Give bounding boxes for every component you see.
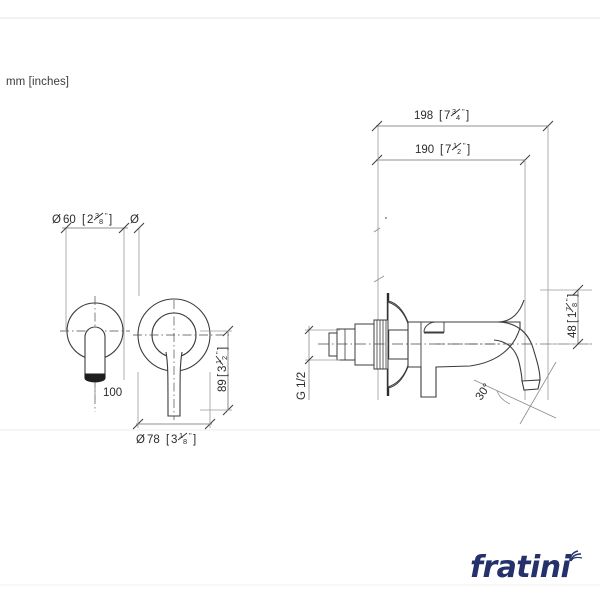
side-198-metric: 198 [414,110,433,122]
front-dim-text-89: 89 [ 3 1 2 " ] [214,347,229,392]
side-48-frac-bar [565,302,574,313]
thread-teeth [376,320,387,369]
front-d60-frac-bar [93,212,104,221]
spout-inner-curve [493,339,523,382]
angle-arc [496,390,511,405]
front-d60-inch-mark: " [105,211,108,220]
front-d78-imp-denominator: 8 [183,437,187,446]
side-190-metric: 190 [415,144,434,156]
front-d78-bracket-close: ] [193,434,196,446]
inlet-end-face [328,332,338,357]
inlet-nipple [336,328,356,361]
front-d78-bracket-open: [ [166,434,170,446]
escutcheon-flare-top [387,300,409,331]
side-dim-tick-48-bottom [572,338,584,350]
side-dim-text-190: 190 [ 7 1 2 " ] [415,141,470,156]
spout-upper-outline [408,299,525,323]
side-dim-text-48: 48 [ 1 7 8 " ] [564,294,579,338]
angle-ref-line-b [519,361,557,425]
side-198-imp-denominator: 4 [456,113,460,122]
side-ext-dot [385,217,387,219]
side-48-bracket-close: ] [567,294,579,297]
spout-body-side [407,321,521,398]
brand-logo-text: fratini [470,550,571,585]
front-d78-prefix: Ø [136,434,145,446]
thread-spec-label: G 1/2 [296,372,308,400]
outlet-angle-label: 30° [474,382,494,403]
front-89-frac-bar [215,355,224,366]
front-89-inch-mark: " [214,351,223,354]
escutcheon-flare-bottom [387,358,409,389]
front-dim-text-d60: Ø 60 [ 2 3 8 " ] Ø [52,211,139,226]
front-89-metric: 89 [217,379,229,392]
side-198-bracket-open: [ [439,110,443,122]
units-label: mm [inches] [6,76,70,88]
front-d78-imp-whole: 3 [171,434,177,446]
front-dim-text-d78: Ø 78 [ 3 1 8 " ] [136,431,196,446]
side-dim-tick-198-left [371,120,383,132]
side-190-frac-bar [451,142,462,151]
front-d78-imp-numerator: 1 [179,431,183,440]
g12-tick-bottom [304,355,314,365]
front-89-bracket-close: ] [217,347,229,350]
side-190-bracket-open: [ [440,144,444,156]
side-dim-tick-190-left [371,154,383,166]
cartridge-boss [423,321,445,333]
front-d78-metric: 78 [147,434,160,446]
brand-logo-flourish-icon [569,550,583,562]
side-48-metric: 48 [567,325,579,338]
side-190-imp-numerator: 1 [453,141,457,150]
front-89-bracket-open: [ [217,373,229,377]
side-48-imp-numerator: 7 [564,307,573,311]
front-diameter-symbol: Ø [130,214,139,226]
side-190-imp-whole: 7 [445,144,451,156]
front-dim-tick-d60-right [118,222,130,234]
side-198-imp-numerator: 3 [452,107,456,116]
side-dim-tick-48-top [572,284,584,296]
front-89-imp-denominator: 2 [220,356,229,360]
front-d60-prefix: Ø [52,214,61,226]
side-ext-tick-upper [373,227,381,233]
side-198-bracket-close: ] [466,110,469,122]
front-d60-metric: 60 [63,214,76,226]
front-dim-text-100: 100 [103,387,122,399]
side-198-frac-bar [450,108,461,117]
front-d60-bracket-open: [ [82,214,86,226]
spout-outlet-cap [84,373,106,383]
side-190-imp-denominator: 2 [457,147,461,156]
side-48-bracket-open: [ [567,319,579,323]
side-190-bracket-close: ] [467,144,470,156]
angle-ref-line-a [473,379,557,419]
front-89-imp-numerator: 1 [214,360,223,364]
spout-outlet-face [521,379,541,391]
side-dim-text-198: 198 [ 7 3 4 " ] [414,107,469,122]
front-dim-tick-diameter-mark [133,222,145,234]
front-d60-imp-numerator: 3 [95,211,99,220]
front-d60-imp-denominator: 8 [99,217,103,226]
front-view-group: Ø 60 [ 2 3 8 " ] Ø 100 [52,211,234,446]
front-d60-imp-whole: 2 [87,214,93,226]
front-89-imp-whole: 3 [217,366,229,372]
front-d78-inch-mark: " [189,431,192,440]
spout-body-front [84,326,106,379]
side-view-group: 198 [ 7 3 4 " ] 190 [ 7 1 2 " ] [296,107,592,425]
inlet-hex-body [354,323,375,366]
side-190-inch-mark: " [463,141,466,150]
side-198-inch-mark: " [462,107,465,116]
side-48-imp-denominator: 8 [570,303,579,307]
side-48-inch-mark: " [564,298,573,301]
side-ext-tick-lower [373,275,385,283]
front-d60-bracket-close: ] [109,214,112,226]
spout-outer-curve [496,321,541,381]
side-198-imp-whole: 7 [444,110,450,122]
brand-logo: fratini [470,550,590,585]
front-d78-frac-bar [177,432,188,441]
front-dim-tick-d60-left [60,222,72,234]
g12-tick-top [304,325,314,335]
side-48-imp-whole: 1 [567,312,579,318]
